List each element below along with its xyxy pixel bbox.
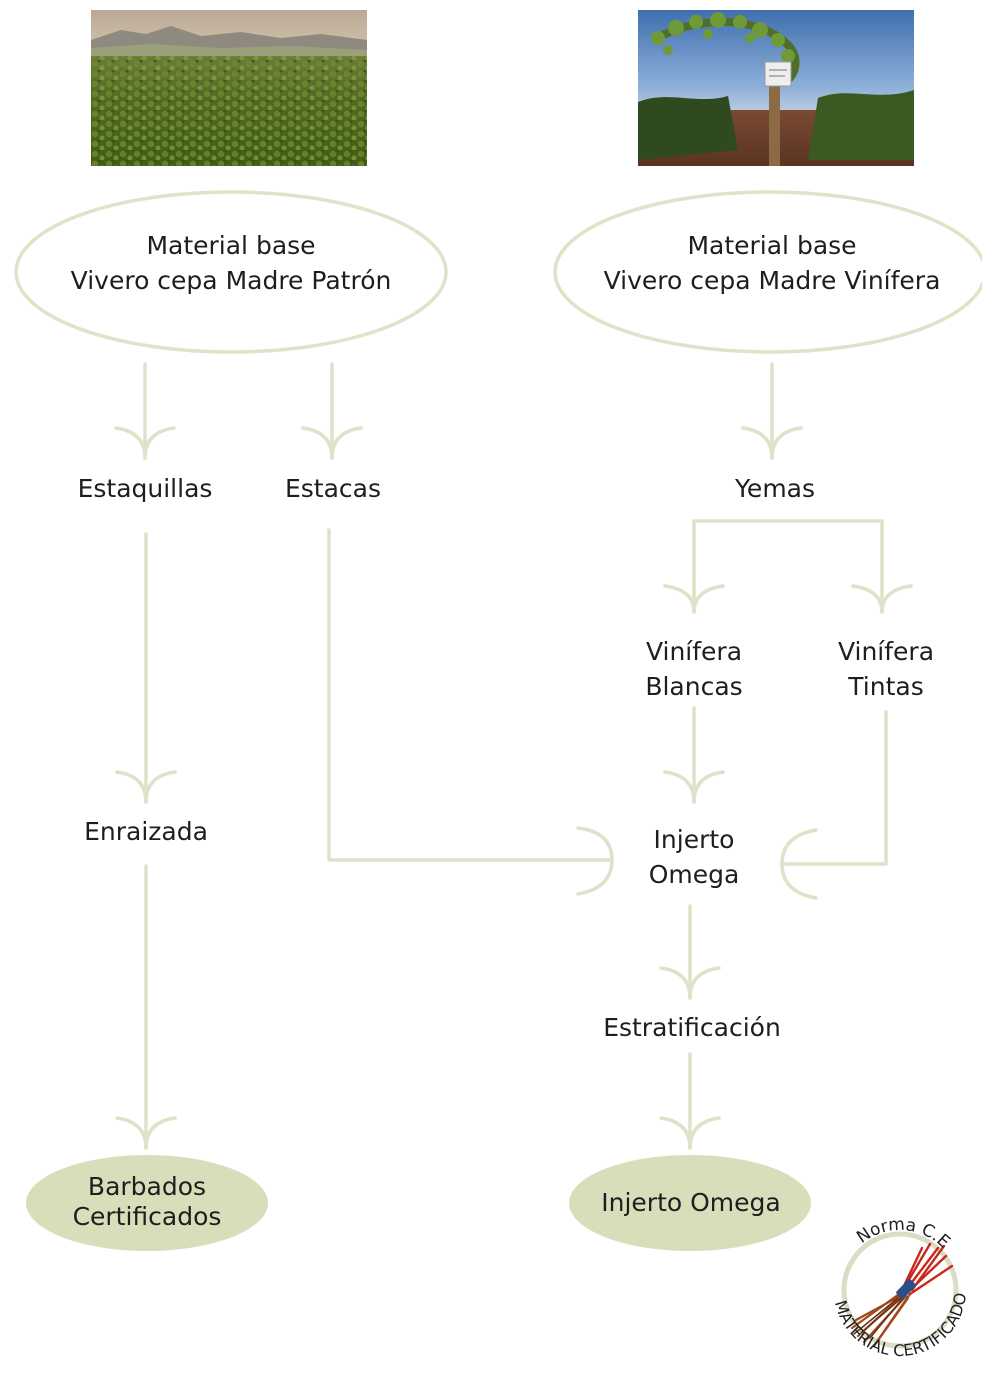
line-yemas-branch — [692, 519, 884, 614]
node-vinifera-blancas: Vinífera Blancas — [645, 634, 742, 704]
arrowhead — [301, 426, 363, 460]
arrowhead — [741, 426, 803, 460]
injerto-final-pill — [569, 1155, 811, 1251]
node-label: Vinífera — [645, 637, 743, 666]
node-label: Material base — [146, 231, 316, 260]
node-injerto-omega-final: Injerto Omega — [601, 1188, 781, 1217]
arrowhead — [576, 826, 614, 896]
line-estacas-injerto — [327, 528, 614, 862]
node-patron: Material base Vivero cepa Madre Patrón — [71, 228, 392, 298]
vineyard-field-photo — [91, 10, 367, 166]
vinifera-ellipse — [553, 190, 982, 354]
node-label: Injerto — [653, 825, 735, 854]
arrowhead — [115, 770, 177, 804]
node-estacas: Estacas — [284, 474, 382, 503]
node-label: Certificados — [72, 1202, 222, 1231]
node-vinifera-tintas: Vinífera Tintas — [838, 634, 934, 704]
arrowhead — [114, 426, 176, 460]
node-injerto-omega: Injerto Omega — [649, 822, 740, 892]
patron-ellipse — [14, 190, 448, 354]
node-enraizada: Enraizada — [84, 817, 208, 846]
certification-seal: Norma C.E MATERIAL CERTIFICADO — [818, 1208, 982, 1372]
arrowhead — [115, 1116, 177, 1150]
node-label: Vivero cepa Madre Patrón — [70, 266, 392, 295]
node-estaquillas: Estaquillas — [77, 474, 213, 503]
grafted-vine-bundle-icon: Norma C.E MATERIAL CERTIFICADO — [831, 1215, 970, 1360]
arrowhead — [659, 1116, 721, 1150]
arrowhead — [780, 828, 818, 900]
node-label: Vivero cepa Madre Vinífera — [603, 266, 941, 295]
node-label: Tintas — [848, 672, 924, 701]
node-label: Vinífera — [837, 637, 935, 666]
node-label: Material base — [687, 231, 857, 260]
node-label: Barbados — [87, 1172, 207, 1201]
node-yemas: Yemas — [734, 474, 816, 503]
node-estratificacion: Estratificación — [603, 1013, 781, 1042]
arrowhead — [663, 584, 725, 614]
arrowhead — [851, 584, 913, 614]
barbados-pill — [26, 1155, 268, 1251]
line-tintas-injerto — [780, 710, 888, 866]
vine-trellis-photo — [638, 10, 914, 166]
node-barbados-certificados: Barbados Certificados — [73, 1172, 222, 1232]
node-label: Blancas — [645, 672, 743, 701]
node-label: Omega — [648, 860, 740, 889]
node-vinifera: Material base Vivero cepa Madre Vinífera — [604, 228, 941, 298]
arrowhead — [659, 966, 721, 1000]
arrowhead — [663, 770, 725, 804]
